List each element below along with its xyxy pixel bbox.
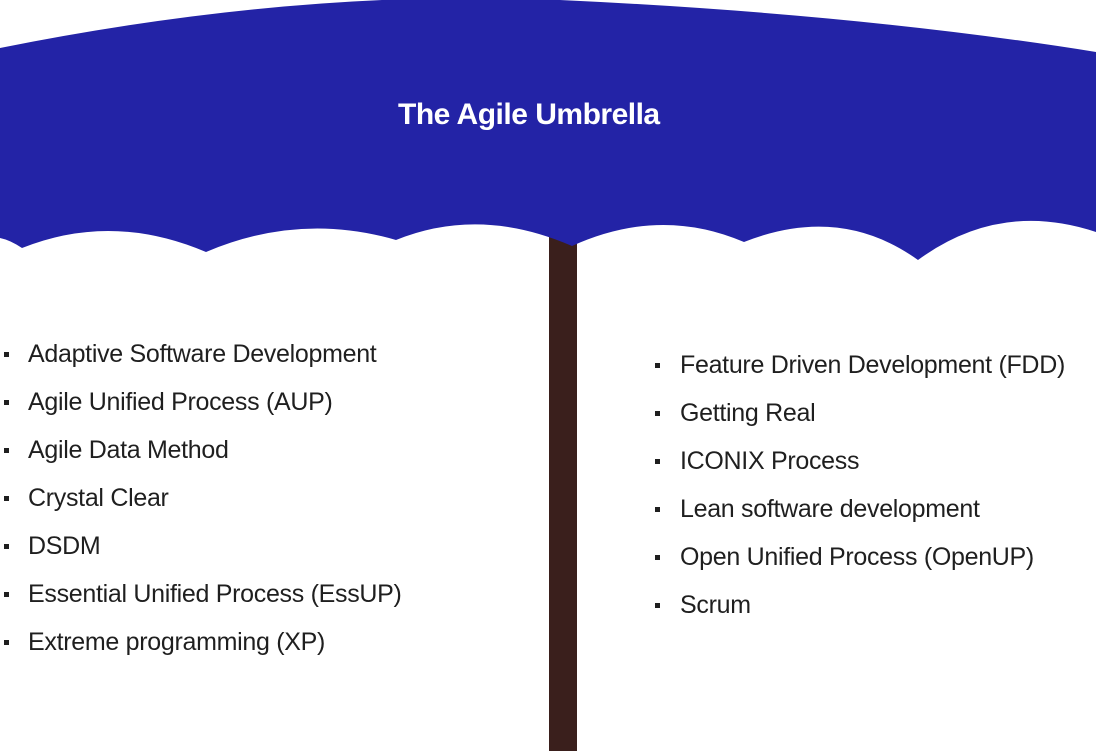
umbrella-canopy: [0, 0, 1096, 260]
list-item-label: Feature Driven Development (FDD): [680, 351, 1065, 379]
list-item-label: Open Unified Process (OpenUP): [680, 543, 1034, 571]
right-methods-list: Feature Driven Development (FDD) Getting…: [655, 341, 1065, 629]
list-item: Open Unified Process (OpenUP): [655, 533, 1065, 581]
list-item: Scrum: [655, 581, 1065, 629]
bullet-icon: [4, 544, 9, 549]
list-item: Agile Unified Process (AUP): [4, 378, 402, 426]
bullet-icon: [655, 555, 660, 560]
list-item-label: Agile Unified Process (AUP): [28, 388, 333, 416]
list-item: Extreme programming (XP): [4, 618, 402, 666]
list-item: Essential Unified Process (EssUP): [4, 570, 402, 618]
list-item: ICONIX Process: [655, 437, 1065, 485]
diagram-title: The Agile Umbrella: [398, 98, 660, 131]
list-item: DSDM: [4, 522, 402, 570]
list-item-label: Lean software development: [680, 495, 980, 523]
bullet-icon: [4, 352, 9, 357]
list-item-label: Getting Real: [680, 399, 816, 427]
bullet-icon: [655, 411, 660, 416]
list-item-label: Agile Data Method: [28, 436, 229, 464]
bullet-icon: [4, 448, 9, 453]
left-methods-list: Adaptive Software Development Agile Unif…: [4, 330, 402, 666]
list-item: Adaptive Software Development: [4, 330, 402, 378]
bullet-icon: [655, 363, 660, 368]
bullet-icon: [4, 592, 9, 597]
list-item-label: Scrum: [680, 591, 751, 619]
bullet-icon: [655, 507, 660, 512]
bullet-icon: [655, 459, 660, 464]
bullet-icon: [4, 496, 9, 501]
umbrella-shaft: [549, 225, 577, 751]
list-item-label: DSDM: [28, 532, 101, 560]
list-item-label: Crystal Clear: [28, 484, 169, 512]
list-item-label: Essential Unified Process (EssUP): [28, 580, 402, 608]
list-item: Lean software development: [655, 485, 1065, 533]
bullet-icon: [655, 603, 660, 608]
list-item: Getting Real: [655, 389, 1065, 437]
list-item-label: Adaptive Software Development: [28, 340, 377, 368]
list-item-label: ICONIX Process: [680, 447, 860, 475]
list-item: Agile Data Method: [4, 426, 402, 474]
list-item: Feature Driven Development (FDD): [655, 341, 1065, 389]
bullet-icon: [4, 640, 9, 645]
bullet-icon: [4, 400, 9, 405]
list-item: Crystal Clear: [4, 474, 402, 522]
list-item-label: Extreme programming (XP): [28, 628, 326, 656]
